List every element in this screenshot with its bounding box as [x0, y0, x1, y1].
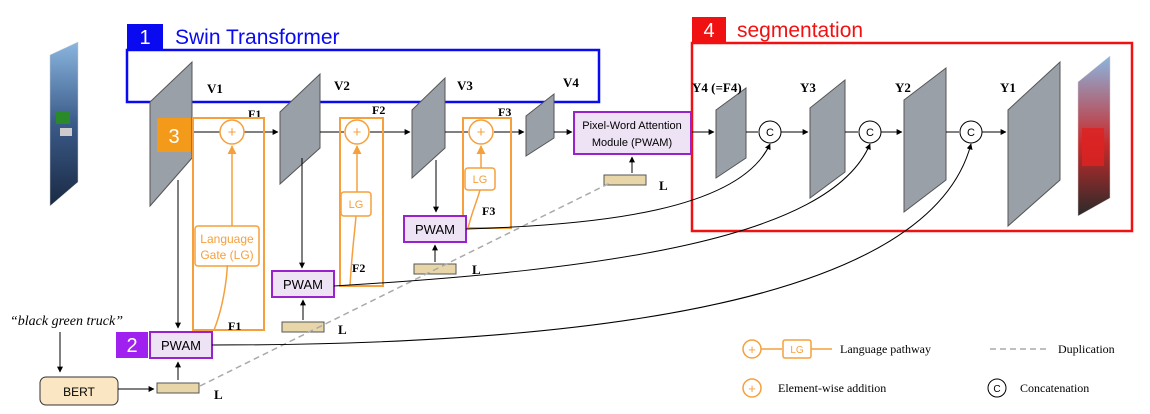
pwam-box-3: [403, 215, 467, 243]
svg-text:+: +: [748, 342, 756, 357]
box1-number: 1: [139, 27, 150, 49]
lang-L-0: L: [214, 387, 223, 402]
concat-node-3: C: [959, 120, 983, 144]
language-gate-line1: Language: [200, 232, 254, 246]
pwam-label-2: PWAM: [283, 277, 323, 292]
legend: + LG Language pathway Duplication + Elem…: [742, 339, 1115, 398]
label-v4: V4: [563, 75, 579, 90]
legend-concatenation: Concatenation: [1020, 381, 1089, 395]
svg-text:C: C: [866, 127, 874, 139]
lg-label-3: LG: [473, 174, 488, 186]
input-image: [49, 41, 79, 207]
label-v2: V2: [334, 78, 350, 93]
addition-node-3: +: [468, 119, 494, 145]
decoder-map-y1: [1007, 60, 1061, 228]
label-v1: V1: [207, 81, 223, 96]
label-f2: F2: [352, 261, 365, 275]
svg-text:+: +: [353, 124, 362, 141]
feature-map-v2: [279, 72, 321, 186]
pwam-big-line1: Pixel-Word Attention: [582, 120, 681, 132]
box2-number: 2: [126, 335, 137, 357]
addition-node-1: +: [219, 119, 245, 145]
lg-pathway-box-2: [339, 117, 384, 287]
duplication-line: [199, 181, 613, 387]
lg-pathway-box-1: [192, 117, 265, 331]
label-f2-top: F2: [372, 103, 385, 117]
query-text: “black green truck”: [10, 314, 123, 329]
lang-L-1: L: [338, 322, 347, 337]
box4-label: segmentation: [737, 19, 863, 42]
addition-node-2: +: [344, 119, 370, 145]
svg-text:+: +: [228, 124, 237, 141]
feature-map-v4: [525, 92, 555, 157]
legend-addition: Element-wise addition: [778, 381, 886, 395]
decoder-map-y3: [809, 78, 846, 199]
bert-box: [39, 376, 119, 406]
label-y3: Y3: [800, 80, 816, 95]
language-gate-line2: Gate (LG): [200, 248, 253, 262]
decoder-map-y4: [715, 87, 747, 179]
pwam-box-2: [271, 270, 335, 298]
lang-feature-0: [156, 382, 200, 394]
feature-map-v3: [411, 76, 446, 180]
svg-text:+: +: [477, 124, 486, 141]
box1-number-badge: [127, 24, 163, 50]
box3-number: 3: [168, 126, 179, 148]
pwam-big-line2: Module (PWAM): [592, 137, 672, 149]
bert-label: BERT: [63, 385, 95, 399]
lang-L-3: L: [659, 178, 668, 193]
box4-number-badge: [692, 17, 726, 43]
label-f1: F1: [228, 319, 241, 333]
label-y4: Y4 (=F4): [692, 80, 742, 95]
legend-concat-symbol: C: [993, 384, 1000, 395]
swin-transformer-box: [125, 48, 601, 104]
label-y2: Y2: [895, 80, 911, 95]
pwam-label-1: PWAM: [161, 338, 201, 353]
svg-text:C: C: [766, 127, 774, 139]
decoder-map-y2: [903, 66, 947, 214]
lang-L-2: L: [472, 262, 481, 277]
pwam-label-3: PWAM: [415, 222, 455, 237]
label-y1: Y1: [1000, 80, 1016, 95]
concat-node-2: C: [858, 120, 882, 144]
label-v3: V3: [457, 78, 473, 93]
label-f3: F3: [482, 204, 495, 218]
svg-text:C: C: [967, 127, 975, 139]
box1-label: Swin Transformer: [175, 26, 340, 49]
lang-feature-3: [603, 174, 647, 186]
concat-node-1: C: [758, 120, 782, 144]
legend-lg: LG: [790, 345, 804, 356]
legend-duplication: Duplication: [1058, 342, 1115, 356]
box3-number-badge: [157, 118, 191, 152]
svg-text:+: +: [748, 381, 756, 396]
lg-label-2: LG: [349, 199, 364, 211]
legend-language-pathway: Language pathway: [840, 342, 931, 356]
output-image: [1077, 55, 1111, 217]
lang-feature-1: [281, 321, 325, 333]
box4-number: 4: [703, 20, 714, 42]
label-f3-top: F3: [498, 105, 511, 119]
pwam-box-big: [573, 111, 692, 155]
box2-number-badge: [116, 332, 148, 358]
